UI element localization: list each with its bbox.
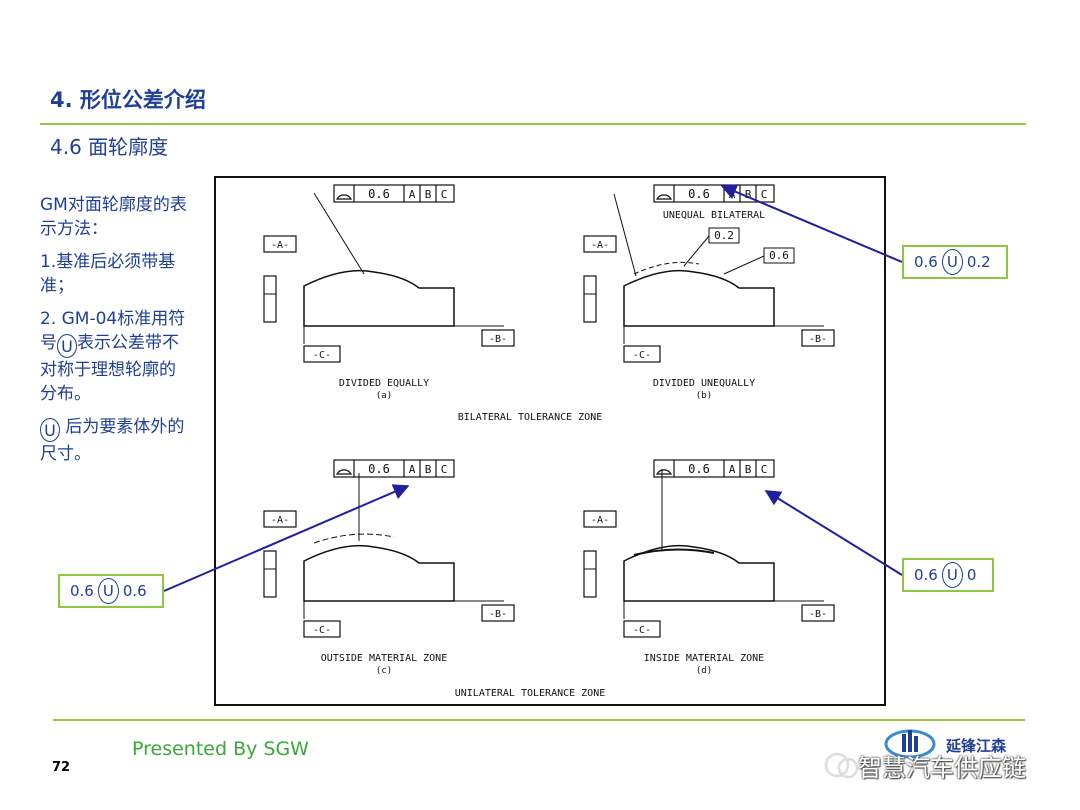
datum-label-c: -C- bbox=[633, 625, 651, 636]
panel-caption: INSIDE MATERIAL ZONE bbox=[644, 653, 764, 664]
desc-paragraph-2: 1.基准后必须带基准； bbox=[40, 252, 176, 296]
datum-label-c: -C- bbox=[313, 625, 331, 636]
callout-box-c: 0.6 U 0.6 bbox=[58, 574, 164, 608]
section-subtitle: 4.6 面轮廓度 bbox=[50, 135, 169, 159]
datum-label-a: -A- bbox=[591, 240, 609, 251]
tolerance-value: 0.6 bbox=[688, 462, 710, 476]
tolerance-value: 0.6 bbox=[368, 187, 390, 201]
callout-c-left: 0.6 bbox=[70, 582, 94, 600]
datum-label-b: -B- bbox=[489, 334, 507, 345]
datum-label-a: -A- bbox=[591, 515, 609, 526]
desc-p4-after: 后为要素体外的尺寸。 bbox=[40, 417, 185, 464]
datum-ref: B bbox=[425, 463, 432, 476]
callout-a-left: 0.6 bbox=[914, 253, 938, 271]
panel-letter: (c) bbox=[376, 666, 392, 676]
desc-paragraph-1: GM对面轮廓度的表示方法： bbox=[40, 195, 187, 239]
panel-letter: (b) bbox=[696, 391, 712, 401]
datum-ref: C bbox=[441, 463, 448, 476]
datum-ref: B bbox=[745, 188, 752, 201]
datum-ref: A bbox=[729, 463, 736, 476]
callout-c-right: 0.6 bbox=[122, 582, 147, 600]
page-title: 4. 形位公差介绍 bbox=[50, 88, 206, 112]
zone-label-top: BILATERAL TOLERANCE ZONE bbox=[458, 412, 603, 423]
panel-letter: (d) bbox=[696, 666, 712, 676]
datum-label-b: -B- bbox=[489, 609, 507, 620]
brand-name: 延锋江森 bbox=[946, 737, 1007, 755]
panel-caption: DIVIDED UNEQUALLY bbox=[653, 378, 755, 389]
figure-frame bbox=[214, 176, 886, 706]
arrow-a bbox=[720, 184, 903, 263]
brand-logo-icon bbox=[884, 729, 936, 759]
presenter-text: Presented By SGW bbox=[132, 738, 309, 760]
unequal-bilateral-note: UNEQUAL BILATERAL bbox=[663, 210, 765, 221]
panel-letter: (a) bbox=[376, 391, 392, 401]
callout-b-right: 0 bbox=[966, 566, 977, 584]
datum-ref: B bbox=[745, 463, 752, 476]
datum-ref: B bbox=[425, 188, 432, 201]
desc-p3-before: 2. GM-04标准用符号 bbox=[40, 309, 186, 353]
datum-ref: A bbox=[409, 188, 416, 201]
datum-label-c: -C- bbox=[633, 350, 651, 361]
datum-label-a: -A- bbox=[271, 240, 289, 251]
datum-label-c: -C- bbox=[313, 350, 331, 361]
zone-label-bottom: UNILATERAL TOLERANCE ZONE bbox=[455, 688, 606, 699]
desc-paragraph-4: U 后为要素体外的尺寸。 bbox=[40, 415, 190, 466]
u-symbol: U bbox=[941, 249, 963, 275]
datum-ref: C bbox=[441, 188, 448, 201]
arrow-b bbox=[764, 490, 903, 576]
tolerance-value: 0.6 bbox=[368, 462, 390, 476]
tolerance-value: 0.6 bbox=[688, 187, 710, 201]
u-symbol: U bbox=[941, 562, 963, 588]
callout-box-b: 0.6 U 0 bbox=[902, 558, 994, 592]
datum-ref: C bbox=[761, 188, 768, 201]
datum-ref: C bbox=[761, 463, 768, 476]
u-symbol: U bbox=[97, 578, 119, 604]
callout-b-left: 0.6 bbox=[914, 566, 938, 584]
datum-ref: A bbox=[409, 463, 416, 476]
desc-p3-after: 表示公差带不对称于理想轮廓的分布。 bbox=[40, 333, 179, 404]
callout-a-right: 0.2 bbox=[966, 253, 991, 271]
footer-divider bbox=[53, 719, 1025, 721]
callout-box-a: 0.6 U 0.2 bbox=[902, 245, 1008, 279]
wechat-watermark bbox=[824, 752, 859, 779]
title-divider bbox=[40, 123, 1026, 125]
panel-caption: DIVIDED EQUALLY bbox=[339, 378, 429, 389]
arrow-c bbox=[163, 484, 410, 592]
zone-value-0.2: 0.2 bbox=[714, 229, 734, 242]
panel-caption: OUTSIDE MATERIAL ZONE bbox=[321, 653, 447, 664]
datum-label-b: -B- bbox=[809, 334, 827, 345]
page-number: 72 bbox=[52, 760, 71, 775]
datum-label-a: -A- bbox=[271, 515, 289, 526]
watermark-text: 智慧汽车供应链 bbox=[858, 754, 1026, 782]
zone-value-0.6: 0.6 bbox=[769, 249, 789, 262]
datum-label-b: -B- bbox=[809, 609, 827, 620]
